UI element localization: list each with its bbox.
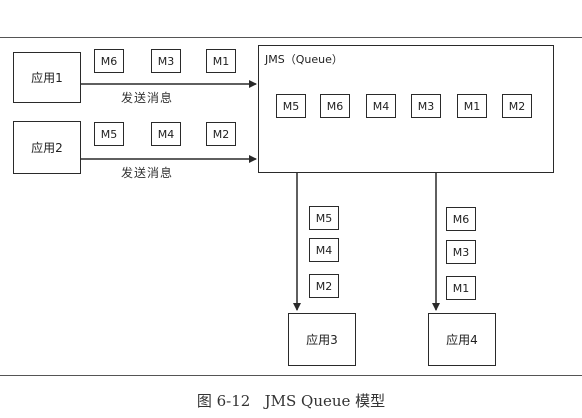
- app3-label: 应用3: [306, 333, 338, 347]
- app4-message: M3: [446, 240, 476, 264]
- app2-box: 应用2: [13, 121, 81, 174]
- app3-message: M4: [309, 238, 339, 262]
- figure-caption: 图 6-12 JMS Queue 模型: [196, 392, 386, 410]
- send-label-1: 发送消息: [121, 91, 174, 105]
- send-label-2: 发送消息: [121, 166, 174, 180]
- queue-message: M4: [366, 94, 396, 118]
- app4-label: 应用4: [446, 333, 478, 347]
- queue-message: M3: [411, 94, 441, 118]
- queue-message: M5: [276, 94, 306, 118]
- queue-message: M2: [502, 94, 532, 118]
- app2-message: M4: [151, 122, 181, 146]
- app1-message: M3: [151, 49, 181, 73]
- app1-message: M6: [94, 49, 124, 73]
- app4-message: M1: [446, 276, 476, 300]
- app3-box: 应用3: [288, 313, 356, 366]
- bottom-rule: [0, 375, 582, 376]
- app1-label: 应用1: [31, 71, 63, 85]
- app2-message: M2: [206, 122, 236, 146]
- app2-label: 应用2: [31, 141, 63, 155]
- app4-message: M6: [446, 207, 476, 231]
- app1-message: M1: [206, 49, 236, 73]
- queue-title: JMS（Queue）: [265, 53, 343, 66]
- app3-message: M2: [309, 274, 339, 298]
- app2-message: M5: [94, 122, 124, 146]
- top-rule: [0, 37, 582, 38]
- app4-box: 应用4: [428, 313, 496, 366]
- queue-message: M6: [320, 94, 350, 118]
- queue-message: M1: [457, 94, 487, 118]
- app1-box: 应用1: [13, 52, 81, 103]
- app3-message: M5: [309, 206, 339, 230]
